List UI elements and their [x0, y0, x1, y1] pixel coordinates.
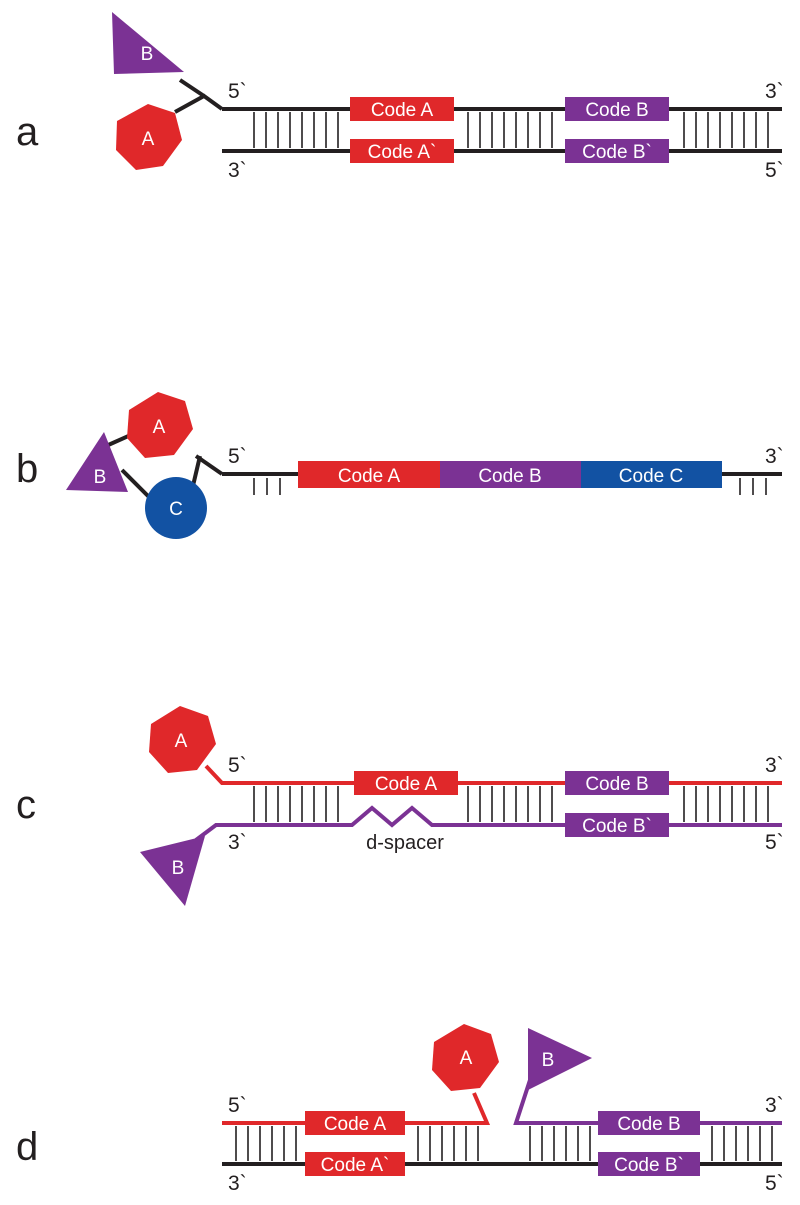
svg-text:A: A [142, 129, 155, 150]
panel-d-bottom-5-end: 5` [765, 1172, 784, 1195]
panel-c-bottom-strand [194, 805, 782, 842]
panel-a-code-a-prime: Code A` [350, 139, 454, 163]
panel-a-linker-b [178, 78, 206, 98]
panel-b-linker-bc [120, 468, 152, 500]
panel-b-building-block-a: A [127, 392, 193, 458]
svg-text:A: A [460, 1048, 473, 1069]
svg-text:Code A`: Code A` [368, 142, 437, 163]
panel-c-base-pairs [253, 786, 769, 822]
panel-c-code-b-prime: Code B` [565, 813, 669, 837]
svg-text:A: A [153, 417, 166, 438]
panel-a-building-block-a: A [116, 104, 182, 170]
panel-c-top-strand [204, 764, 782, 785]
panel-c-top-5-end: 5` [228, 754, 247, 777]
svg-text:Code B`: Code B` [614, 1155, 684, 1176]
panel-c-label: c [16, 783, 36, 827]
panel-c-code-a: Code A [354, 771, 458, 795]
svg-text:Code A: Code A [375, 774, 438, 795]
panel-c: c Code A Code B Code B` [16, 706, 784, 906]
panel-d-top-5-end: 5` [228, 1094, 247, 1117]
svg-text:B: B [141, 44, 154, 65]
panel-d-building-block-b: B [528, 1028, 592, 1090]
svg-text:Code A: Code A [338, 466, 401, 487]
panel-c-code-b: Code B [565, 771, 669, 795]
panel-a-building-block-b: B [112, 12, 184, 74]
panel-c-building-block-b: B [140, 836, 205, 906]
svg-text:Code B: Code B [585, 100, 648, 121]
panel-c-building-block-a: A [149, 706, 216, 773]
panel-a-base-pairs [253, 112, 769, 148]
panel-c-top-3-end: 3` [765, 754, 784, 777]
svg-text:Code A`: Code A` [321, 1155, 390, 1176]
svg-text:A: A [175, 731, 188, 752]
panel-d-bottom-3-end: 3` [228, 1172, 247, 1195]
panel-d-code-b-prime: Code B` [598, 1152, 700, 1176]
panel-d-base-pairs [235, 1126, 773, 1161]
svg-text:Code B`: Code B` [582, 816, 652, 837]
panel-d-code-a: Code A [305, 1111, 405, 1135]
panel-c-bottom-3-end: 3` [228, 831, 247, 854]
panel-a-code-b-prime: Code B` [565, 139, 669, 163]
panel-b-5-end: 5` [228, 445, 247, 468]
svg-text:Code B: Code B [617, 1114, 680, 1135]
panel-c-bottom-5-end: 5` [765, 831, 784, 854]
svg-text:B: B [94, 467, 107, 488]
panel-d-building-block-a: A [432, 1024, 499, 1091]
svg-text:C: C [169, 499, 183, 520]
panel-b-3-end: 3` [765, 445, 784, 468]
panel-b-building-block-c: C [145, 477, 207, 539]
panel-d: d Code A Code A` Code B [16, 1024, 784, 1195]
panel-a-code-a: Code A [350, 97, 454, 121]
panel-a-bottom-3-end: 3` [228, 159, 247, 182]
svg-text:Code A: Code A [324, 1114, 387, 1135]
panel-a-code-b: Code B [565, 97, 669, 121]
panel-b: b Code A Code B Code C 5` 3` A [16, 392, 784, 539]
svg-text:Code B: Code B [478, 466, 541, 487]
panel-d-code-a-prime: Code A` [305, 1152, 405, 1176]
panel-a-label: a [16, 110, 39, 154]
panel-d-top-3-end: 3` [765, 1094, 784, 1117]
svg-text:Code B: Code B [585, 774, 648, 795]
svg-text:B: B [542, 1050, 555, 1071]
panel-c-d-spacer-label: d-spacer [366, 832, 444, 854]
panel-a-top-5-end: 5` [228, 80, 247, 103]
panel-a-top-3-end: 3` [765, 80, 784, 103]
panel-a-linker [174, 93, 224, 114]
panel-d-label: d [16, 1125, 38, 1169]
panel-d-code-b: Code B [598, 1111, 700, 1135]
panel-b-building-block-b: B [66, 432, 128, 492]
svg-text:Code C: Code C [619, 466, 683, 487]
panel-b-code-a: Code A [298, 461, 440, 488]
svg-text:B: B [172, 858, 185, 879]
panel-b-code-b: Code B [440, 461, 581, 488]
svg-text:Code A: Code A [371, 100, 434, 121]
svg-text:Code B`: Code B` [582, 142, 652, 163]
panel-a: a Code A Code A` [16, 12, 784, 182]
panel-b-label: b [16, 447, 38, 491]
panel-b-base-pairs [253, 478, 767, 495]
panel-a-bottom-5-end: 5` [765, 159, 784, 182]
panel-b-code-c: Code C [581, 461, 722, 488]
